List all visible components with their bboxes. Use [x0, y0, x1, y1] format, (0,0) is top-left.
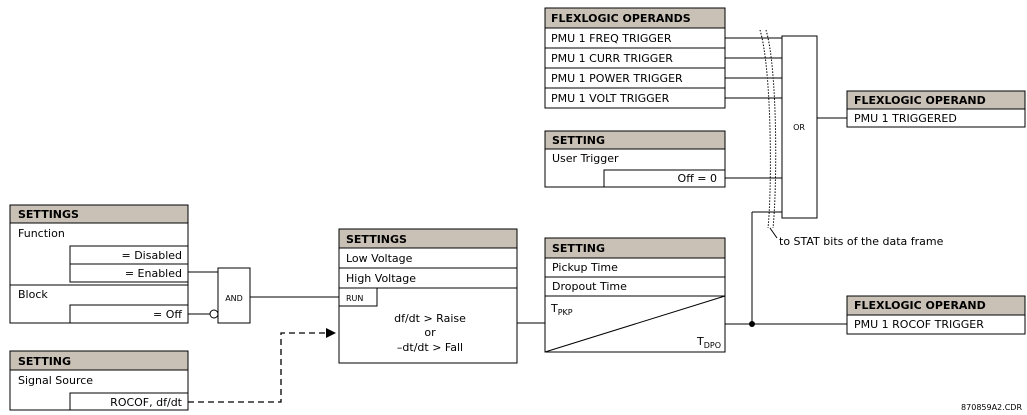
low-voltage-label: Low Voltage [346, 252, 413, 265]
inverter-bubble [209, 309, 219, 319]
pickup-label: Pickup Time [552, 261, 618, 274]
condition-raise: df/dt > Raise [394, 312, 466, 325]
or-gate-label: OR [793, 123, 805, 132]
function-enabled: = Enabled [125, 267, 182, 280]
signal-source-value: ROCOF, df/dt [110, 396, 183, 409]
user-trigger-block: SETTING User Trigger Off = 0 [544, 130, 726, 188]
operand-label-volt: PMU 1 VOLT TRIGGER [551, 92, 670, 105]
timer-diagonal [544, 295, 726, 353]
signal-source-label: Signal Source [18, 374, 93, 387]
block-off: = Off [153, 308, 182, 321]
function-label: Function [18, 227, 65, 240]
and-input-lines [188, 271, 219, 319]
rocof-value: PMU 1 ROCOF TRIGGER [854, 318, 984, 331]
triggered-header: FLEXLOGIC OPERAND [854, 94, 986, 107]
condition-fall: –dt/dt > Fall [397, 341, 463, 354]
run-label: RUN [346, 294, 363, 303]
rocof-value-box [846, 314, 1026, 335]
signal-source-header: SETTING [18, 355, 71, 368]
or-input-lines [725, 37, 782, 213]
operand-label-freq: PMU 1 FREQ TRIGGER [551, 32, 672, 45]
user-trigger-label: User Trigger [552, 152, 619, 165]
triggered-value-box [846, 108, 1026, 128]
stat-note: to STAT bits of the data frame [779, 235, 944, 248]
junction-dot [749, 321, 755, 327]
stat-bus-bracket [759, 29, 778, 239]
voltage-block: SETTINGS Low Voltage High Voltage RUN df… [338, 228, 518, 364]
signal-source-block: SETTING Signal Source ROCOF, df/dt [9, 350, 189, 411]
and-gate-label: AND [225, 294, 243, 303]
user-trigger-value: Off = 0 [678, 172, 717, 185]
operands-table: FLEXLOGIC OPERANDS PMU 1 FREQ TRIGGER PM… [544, 7, 726, 109]
block-label: Block [18, 288, 48, 301]
function-disabled: = Disabled [122, 249, 183, 262]
drawing-id: 870859A2.CDR [961, 403, 1022, 412]
triggered-output-block: FLEXLOGIC OPERAND PMU 1 TRIGGERED [846, 90, 1026, 128]
tdpo-label: TDPO [696, 335, 721, 350]
dropout-label: Dropout Time [552, 280, 627, 293]
tpkp-label: TPKP [550, 302, 573, 317]
triggered-value: PMU 1 TRIGGERED [854, 112, 957, 125]
or-gate: OR [781, 35, 818, 219]
condition-or: or [424, 326, 436, 339]
high-voltage-label: High Voltage [346, 272, 416, 285]
function-block: SETTINGS Function = Disabled = Enabled B… [9, 204, 189, 324]
user-trigger-header: SETTING [552, 134, 605, 147]
signal-arrowhead [326, 328, 336, 338]
operand-label-curr: PMU 1 CURR TRIGGER [551, 52, 673, 65]
timer-block: SETTING Pickup Time Dropout Time TPKP TD… [544, 237, 726, 353]
signal-dashed-path [188, 328, 336, 403]
operands-header: FLEXLOGIC OPERANDS [551, 12, 691, 25]
function-enabled-box [69, 263, 189, 283]
voltage-header: SETTINGS [346, 233, 407, 246]
timer-output-lines [725, 212, 847, 327]
rocof-output-block: FLEXLOGIC OPERAND PMU 1 ROCOF TRIGGER [846, 295, 1026, 335]
run-box [338, 287, 378, 307]
timer-header: SETTING [552, 242, 605, 255]
and-gate: AND [217, 267, 251, 324]
rocof-header: FLEXLOGIC OPERAND [854, 299, 986, 312]
function-header: SETTINGS [18, 208, 79, 221]
and-gate-box [217, 267, 251, 324]
operand-label-power: PMU 1 POWER TRIGGER [551, 72, 683, 85]
or-gate-box [781, 35, 818, 219]
